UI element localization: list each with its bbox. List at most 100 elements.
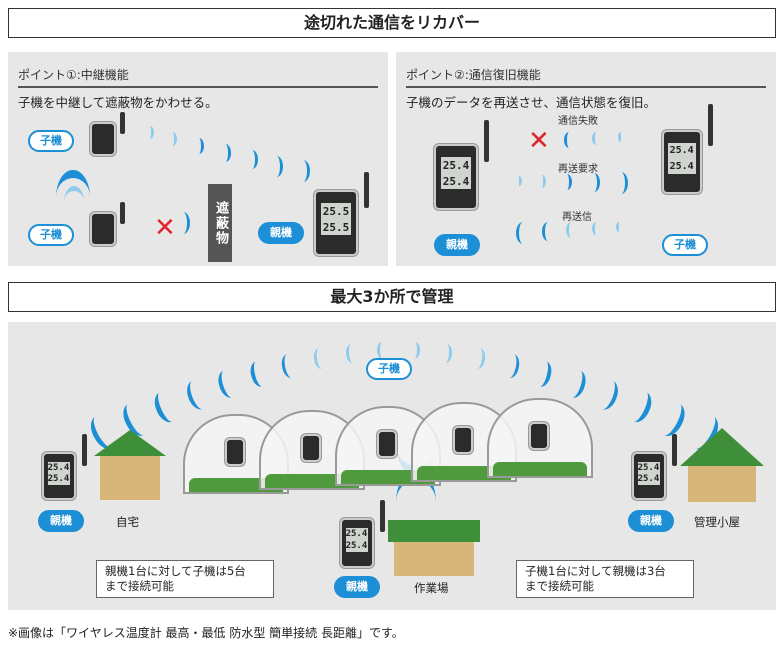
wave-arc-icon	[247, 359, 270, 389]
workshop-house	[394, 542, 474, 576]
wave-arc-icon	[183, 377, 212, 413]
parent-badge: 親機	[628, 510, 674, 532]
wave-arc-icon	[146, 126, 154, 139]
divider	[406, 86, 766, 88]
wave-arc-icon	[439, 343, 454, 364]
wave-arc-icon	[64, 186, 84, 218]
section-title-recover: 途切れた通信をリカバー	[8, 8, 776, 38]
wave-arc-icon	[562, 174, 572, 190]
wave-arc-icon	[616, 222, 622, 232]
parent-badge: 親機	[258, 222, 304, 244]
footnote: ※画像は「ワイヤレス温度計 最高・最低 防水型 簡単接続 長距離」です。	[8, 626, 404, 640]
child-device	[90, 112, 125, 156]
step-label: 再送要求	[558, 164, 598, 175]
wave-arc-icon	[532, 359, 555, 389]
point1-panel: ポイント①:中継機能 子機を中継して遮蔽物をかわせる。 子機 子機 ✕ 遮蔽物 …	[8, 52, 388, 266]
note-line: 親機1台に対して子機は5台	[105, 564, 246, 578]
lcd-value: 25.4	[637, 462, 660, 473]
wave-arc-icon	[538, 175, 546, 188]
child-device	[225, 438, 245, 466]
wave-arc-icon	[194, 138, 204, 154]
lcd-value: 25.4	[637, 474, 660, 485]
point1-heading: ポイント①:中継機能	[18, 68, 129, 82]
step-label: 再送信	[562, 212, 592, 223]
wave-arc-icon	[588, 173, 600, 193]
wave-arc-icon	[564, 132, 574, 148]
lcd-value: 25.4	[47, 462, 70, 473]
wave-arc-icon	[246, 150, 258, 170]
wave-arc-icon	[376, 342, 389, 360]
lcd-value: 25.4	[669, 160, 694, 172]
wave-arc-icon	[312, 347, 329, 371]
note-line: 子機1台に対して親機は3台	[525, 564, 666, 578]
wave-arc-icon	[470, 347, 487, 371]
wave-arc-icon	[516, 222, 530, 245]
child-device	[301, 434, 321, 462]
lcd-value: 25.4	[442, 174, 470, 188]
wave-arc-icon	[614, 172, 628, 195]
wave-arc-icon	[542, 222, 554, 242]
workshop-roof	[388, 520, 480, 542]
divider	[18, 86, 378, 88]
lcd-value: 25.4	[47, 474, 70, 485]
note-right: 子機1台に対して親機は3台まで接続可能	[516, 560, 694, 598]
parent-badge: 親機	[434, 234, 480, 256]
fail-x-icon: ✕	[154, 213, 176, 243]
lcd-value: 25.5	[322, 220, 350, 234]
wave-arc-icon	[624, 387, 656, 426]
child-badge: 子機	[662, 234, 708, 256]
fail-x-icon: ✕	[528, 126, 550, 156]
wave-arc-icon	[562, 367, 588, 400]
hut-house	[688, 466, 756, 502]
wave-arc-icon	[592, 132, 600, 145]
child-device	[90, 202, 125, 246]
section-title-manage: 最大3か所で管理	[8, 282, 776, 312]
wave-arc-icon	[280, 352, 300, 379]
wave-arc-icon	[296, 160, 310, 183]
obstacle: 遮蔽物	[208, 184, 232, 262]
parent-badge: 親機	[38, 510, 84, 532]
workshop-label: 作業場	[414, 581, 449, 595]
wave-arc-icon	[56, 170, 90, 224]
wave-arc-icon	[270, 156, 283, 177]
child-badge: 子機	[366, 358, 412, 380]
step-label: 通信失敗	[558, 116, 598, 127]
lcd-value: 25.4	[345, 529, 368, 540]
parent-badge: 親機	[334, 576, 380, 598]
wave-arc-icon	[618, 132, 624, 142]
wave-arc-icon	[220, 144, 231, 162]
point2-heading: ポイント②:通信復旧機能	[406, 68, 541, 82]
child-badge: 子機	[28, 224, 74, 246]
wave-arc-icon	[168, 132, 177, 147]
hut-label: 管理小屋	[694, 515, 740, 529]
child-badge: 子機	[28, 130, 74, 152]
wave-arc-icon	[215, 367, 241, 400]
note-left: 親機1台に対して子機は5台まで接続可能	[96, 560, 274, 598]
wave-arc-icon	[150, 387, 183, 426]
wave-arc-icon	[344, 343, 359, 364]
wave-arc-icon	[566, 222, 576, 238]
home-roof	[94, 430, 166, 456]
note-line: まで接続可能	[105, 579, 174, 593]
home-house	[100, 456, 160, 500]
home-label: 自宅	[116, 515, 139, 529]
wave-arc-icon	[408, 342, 420, 360]
wave-arc-icon	[593, 377, 622, 413]
child-device	[453, 426, 473, 454]
child-device	[529, 422, 549, 450]
wave-arc-icon	[516, 176, 522, 186]
hut-roof	[680, 428, 764, 466]
point2-subtitle: 子機のデータを再送させ、通信状態を復旧。	[406, 95, 657, 110]
note-line: まで接続可能	[525, 579, 594, 593]
lcd-value: 25.4	[345, 541, 368, 552]
child-device	[377, 430, 397, 458]
wave-arc-icon	[592, 222, 600, 235]
wave-arc-icon	[176, 212, 190, 235]
